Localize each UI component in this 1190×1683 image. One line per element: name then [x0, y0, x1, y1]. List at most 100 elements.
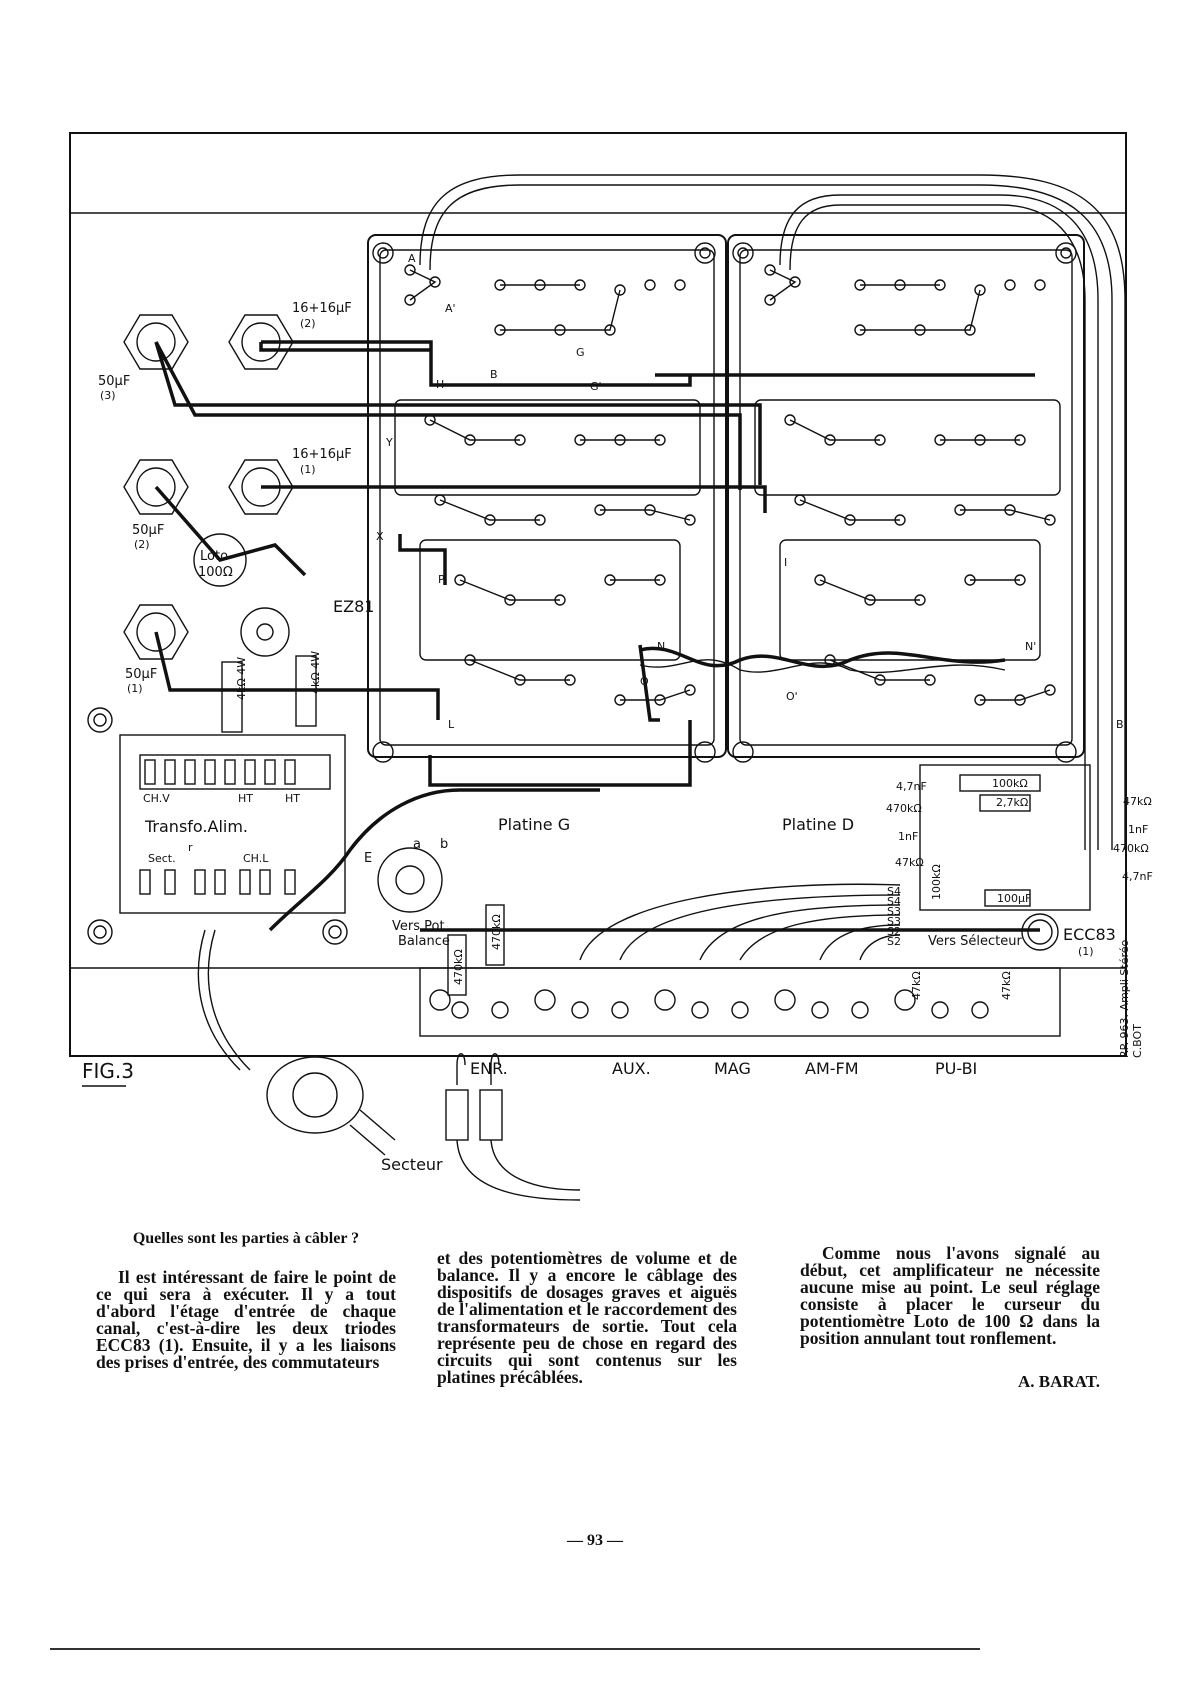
label-side-ref2: C.BOT — [1131, 1024, 1144, 1058]
label-pt-o2: O' — [786, 690, 798, 703]
label-chl: CH.L — [243, 852, 269, 865]
label-r470b: 470kΩ — [490, 914, 503, 950]
label-pt-i: I — [784, 556, 787, 569]
platine-d-traces — [754, 264, 1061, 706]
ecc83-assembly — [919, 764, 1091, 911]
label-r47k: 47kΩ — [895, 856, 924, 869]
article-col1-paragraph: Il est intéressant de faire le point de … — [96, 1267, 396, 1372]
label-r470k2: 470kΩ — [886, 802, 922, 815]
label-r47k4: 47kΩ — [1000, 971, 1013, 1000]
label-pt-r: r — [188, 841, 193, 854]
label-pt-a: A — [408, 252, 416, 265]
shielded-cable-left — [419, 174, 1126, 850]
label-vers-pot: Vers Pot — [392, 919, 445, 934]
resistor-1 — [221, 661, 243, 733]
label-cap5-num: (1) — [127, 682, 143, 695]
label-c47n2: 4,7nF — [1122, 870, 1153, 883]
label-res2: 4kΩ 4W — [309, 651, 322, 694]
label-r470a: 470kΩ — [452, 949, 465, 985]
label-s-5: S2 — [887, 925, 901, 938]
label-ht2: HT — [285, 792, 300, 805]
label-pt-g2: G' — [590, 380, 602, 393]
label-pin-b: b — [440, 837, 448, 852]
label-res1: 4kΩ 4W — [235, 657, 248, 700]
label-pt-n: N — [657, 640, 665, 653]
article-column-2: et des potentiomètres de volume et de ba… — [437, 1248, 737, 1387]
label-cap1: 16+16µF — [292, 301, 352, 316]
label-r100k2: 100kΩ — [930, 864, 943, 900]
label-loto: Loto — [200, 549, 228, 564]
label-amfm: AM-FM — [805, 1059, 859, 1078]
selector-wires — [579, 883, 901, 961]
label-secteur: Secteur — [381, 1155, 443, 1174]
label-s-2: S4 — [887, 895, 901, 908]
input-jack-panel — [419, 967, 1061, 1037]
label-cap2-num: (1) — [300, 463, 316, 476]
label-r27k: 2,7kΩ — [996, 796, 1028, 809]
resistor-470k-b — [485, 904, 505, 966]
label-r100u: 100µF — [997, 892, 1031, 905]
ecc83-tube-socket — [1021, 913, 1059, 951]
article-column-3: Comme nous l'avons signalé au début, cet… — [800, 1243, 1100, 1391]
label-s-3: S3 — [887, 905, 901, 918]
label-vers-selecteur: Vers Sélecteur — [928, 934, 1022, 949]
label-cap3: 50µF — [98, 374, 130, 389]
resistor-470k-a — [447, 934, 467, 996]
label-pt-g: G — [576, 346, 585, 359]
label-cap1-num: (2) — [300, 317, 316, 330]
platine-g-traces — [394, 264, 701, 706]
label-transfo: Transfo.Alim. — [144, 817, 248, 836]
label-cap4-num: (2) — [134, 538, 150, 551]
label-pt-b: B — [490, 368, 498, 381]
shielded-cable-right — [779, 194, 1099, 850]
label-pin-a: a — [413, 837, 421, 852]
label-mag: MAG — [714, 1059, 751, 1078]
label-c1n: 1nF — [898, 830, 918, 843]
label-cap4: 50µF — [132, 523, 164, 538]
article-author: A. BARAT. — [1017, 1372, 1100, 1391]
label-pt-l: L — [448, 718, 455, 731]
label-cap3-num: (3) — [100, 389, 116, 402]
label-r47k2: 47kΩ — [1123, 795, 1152, 808]
label-platine-d: Platine D — [782, 815, 854, 834]
label-ecc83-num: (1) — [1078, 945, 1094, 958]
label-fig: FIG.3 — [82, 1059, 134, 1083]
label-ht1: HT — [238, 792, 253, 805]
power-transformer — [119, 734, 346, 914]
article-col2-paragraph: et des potentiomètres de volume et de ba… — [437, 1248, 737, 1387]
hookup-wires — [154, 340, 1040, 932]
label-balance: Balance — [398, 934, 450, 949]
article-col3-paragraph: Comme nous l'avons signalé au début, cet… — [800, 1243, 1100, 1348]
label-pt-a2: A' — [445, 302, 456, 315]
label-pt-o: O — [640, 675, 649, 688]
label-cap2: 16+16µF — [292, 447, 352, 462]
label-r100k: 100kΩ — [992, 777, 1028, 790]
label-s-1: S4 — [887, 885, 901, 898]
bottom-rule — [50, 1648, 980, 1650]
mains-plug — [197, 929, 396, 1156]
label-side-ref: RP. 963. Ampli Stéréo — [1118, 940, 1131, 1058]
label-pt-y: Y — [385, 436, 393, 449]
label-pt-b2: B — [1116, 718, 1124, 731]
chassis-frame — [69, 132, 1127, 1057]
label-c1n2: 1nF — [1128, 823, 1148, 836]
platine-d-board — [727, 234, 1085, 758]
label-ecc83: ECC83 — [1063, 925, 1116, 944]
label-cap5: 50µF — [125, 667, 157, 682]
label-enr: ENR. — [470, 1059, 508, 1078]
balance-pot — [377, 847, 443, 913]
loto-potentiometer — [193, 533, 247, 587]
label-pt-x: X — [376, 530, 384, 543]
label-ez81: EZ81 — [333, 597, 374, 616]
label-pt-n2: N' — [1025, 640, 1036, 653]
label-pt-p: P — [438, 573, 445, 586]
article-column-1: Quelles sont les parties à câbler ? Il e… — [96, 1230, 396, 1371]
label-pubi: PU-BI — [935, 1059, 977, 1078]
label-pin-e: E — [364, 851, 372, 866]
page-number: — 93 — — [567, 1532, 623, 1549]
label-platine-g: Platine G — [498, 815, 570, 834]
ez81-tube-socket — [240, 607, 290, 657]
label-c47n: 4,7nF — [896, 780, 927, 793]
label-sect: Sect. — [148, 852, 176, 865]
